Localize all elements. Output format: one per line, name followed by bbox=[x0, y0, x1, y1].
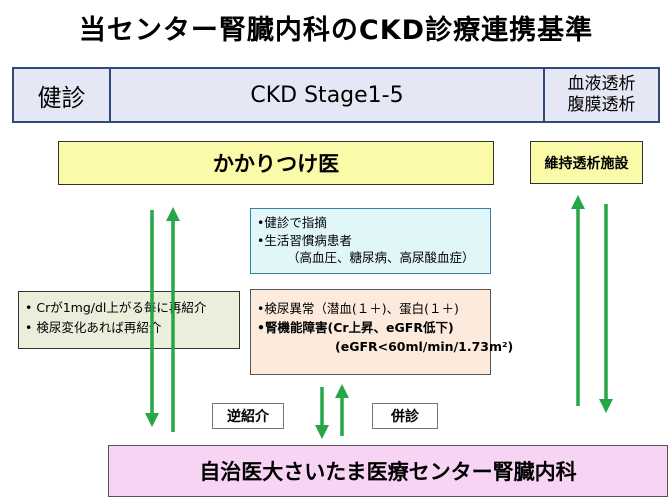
ckd-stage-band: 健診 CKD Stage1-5 血液透析 腹膜透析 bbox=[12, 67, 660, 123]
kakaritsuke-box: かかりつけ医 bbox=[58, 141, 494, 185]
page-title: 当センター腎臓内科のCKD診療連携基準 bbox=[78, 15, 594, 46]
criteria-line: • 検尿変化あれば再紹介 bbox=[25, 320, 162, 335]
band-kenshin: 健診 bbox=[37, 83, 86, 112]
criteria-line: （高血圧、糖尿病、高尿酸血症） bbox=[287, 250, 475, 265]
reverse-referral-label: 逆紹介 bbox=[212, 403, 284, 429]
band-dialysis-peritoneal: 腹膜透析 bbox=[567, 95, 636, 115]
maintenance-dialysis-box: 維持透析施設 bbox=[530, 141, 643, 184]
re-referral-criteria-box: • Crが1mg/dl上がる毎に再紹介 • 検尿変化あれば再紹介 bbox=[18, 291, 240, 349]
band-dialysis-hemo: 血液透析 bbox=[567, 73, 636, 94]
criteria-line: •腎機能障害(Cr上昇、eGFR低下) bbox=[257, 319, 454, 335]
band-divider bbox=[543, 69, 545, 121]
criteria-line: (eGFR<60ml/min/1.73m²) bbox=[335, 338, 514, 354]
band-divider bbox=[109, 69, 111, 121]
hospital-box: 自治医大さいたま医療センター腎臓内科 bbox=[108, 445, 668, 497]
criteria-line: • Crが1mg/dl上がる毎に再紹介 bbox=[25, 300, 207, 315]
criteria-line: •健診で指摘 bbox=[257, 215, 327, 230]
criteria-line: •検尿異常（潜血(１＋)、蛋白(１＋) bbox=[257, 301, 459, 316]
urinalysis-criteria-box: •検尿異常（潜血(１＋)、蛋白(１＋) •腎機能障害(Cr上昇、eGFR低下) … bbox=[250, 289, 514, 375]
concurrent-care-label: 併診 bbox=[372, 403, 438, 429]
criteria-line: •生活習慣病患者 bbox=[257, 232, 352, 248]
band-dialysis: 血液透析 腹膜透析 bbox=[545, 69, 658, 121]
band-ckd-stage: CKD Stage1-5 bbox=[250, 82, 404, 108]
referral-criteria-box: •健診で指摘 •生活習慣病患者 （高血圧、糖尿病、高尿酸血症） bbox=[250, 208, 491, 274]
